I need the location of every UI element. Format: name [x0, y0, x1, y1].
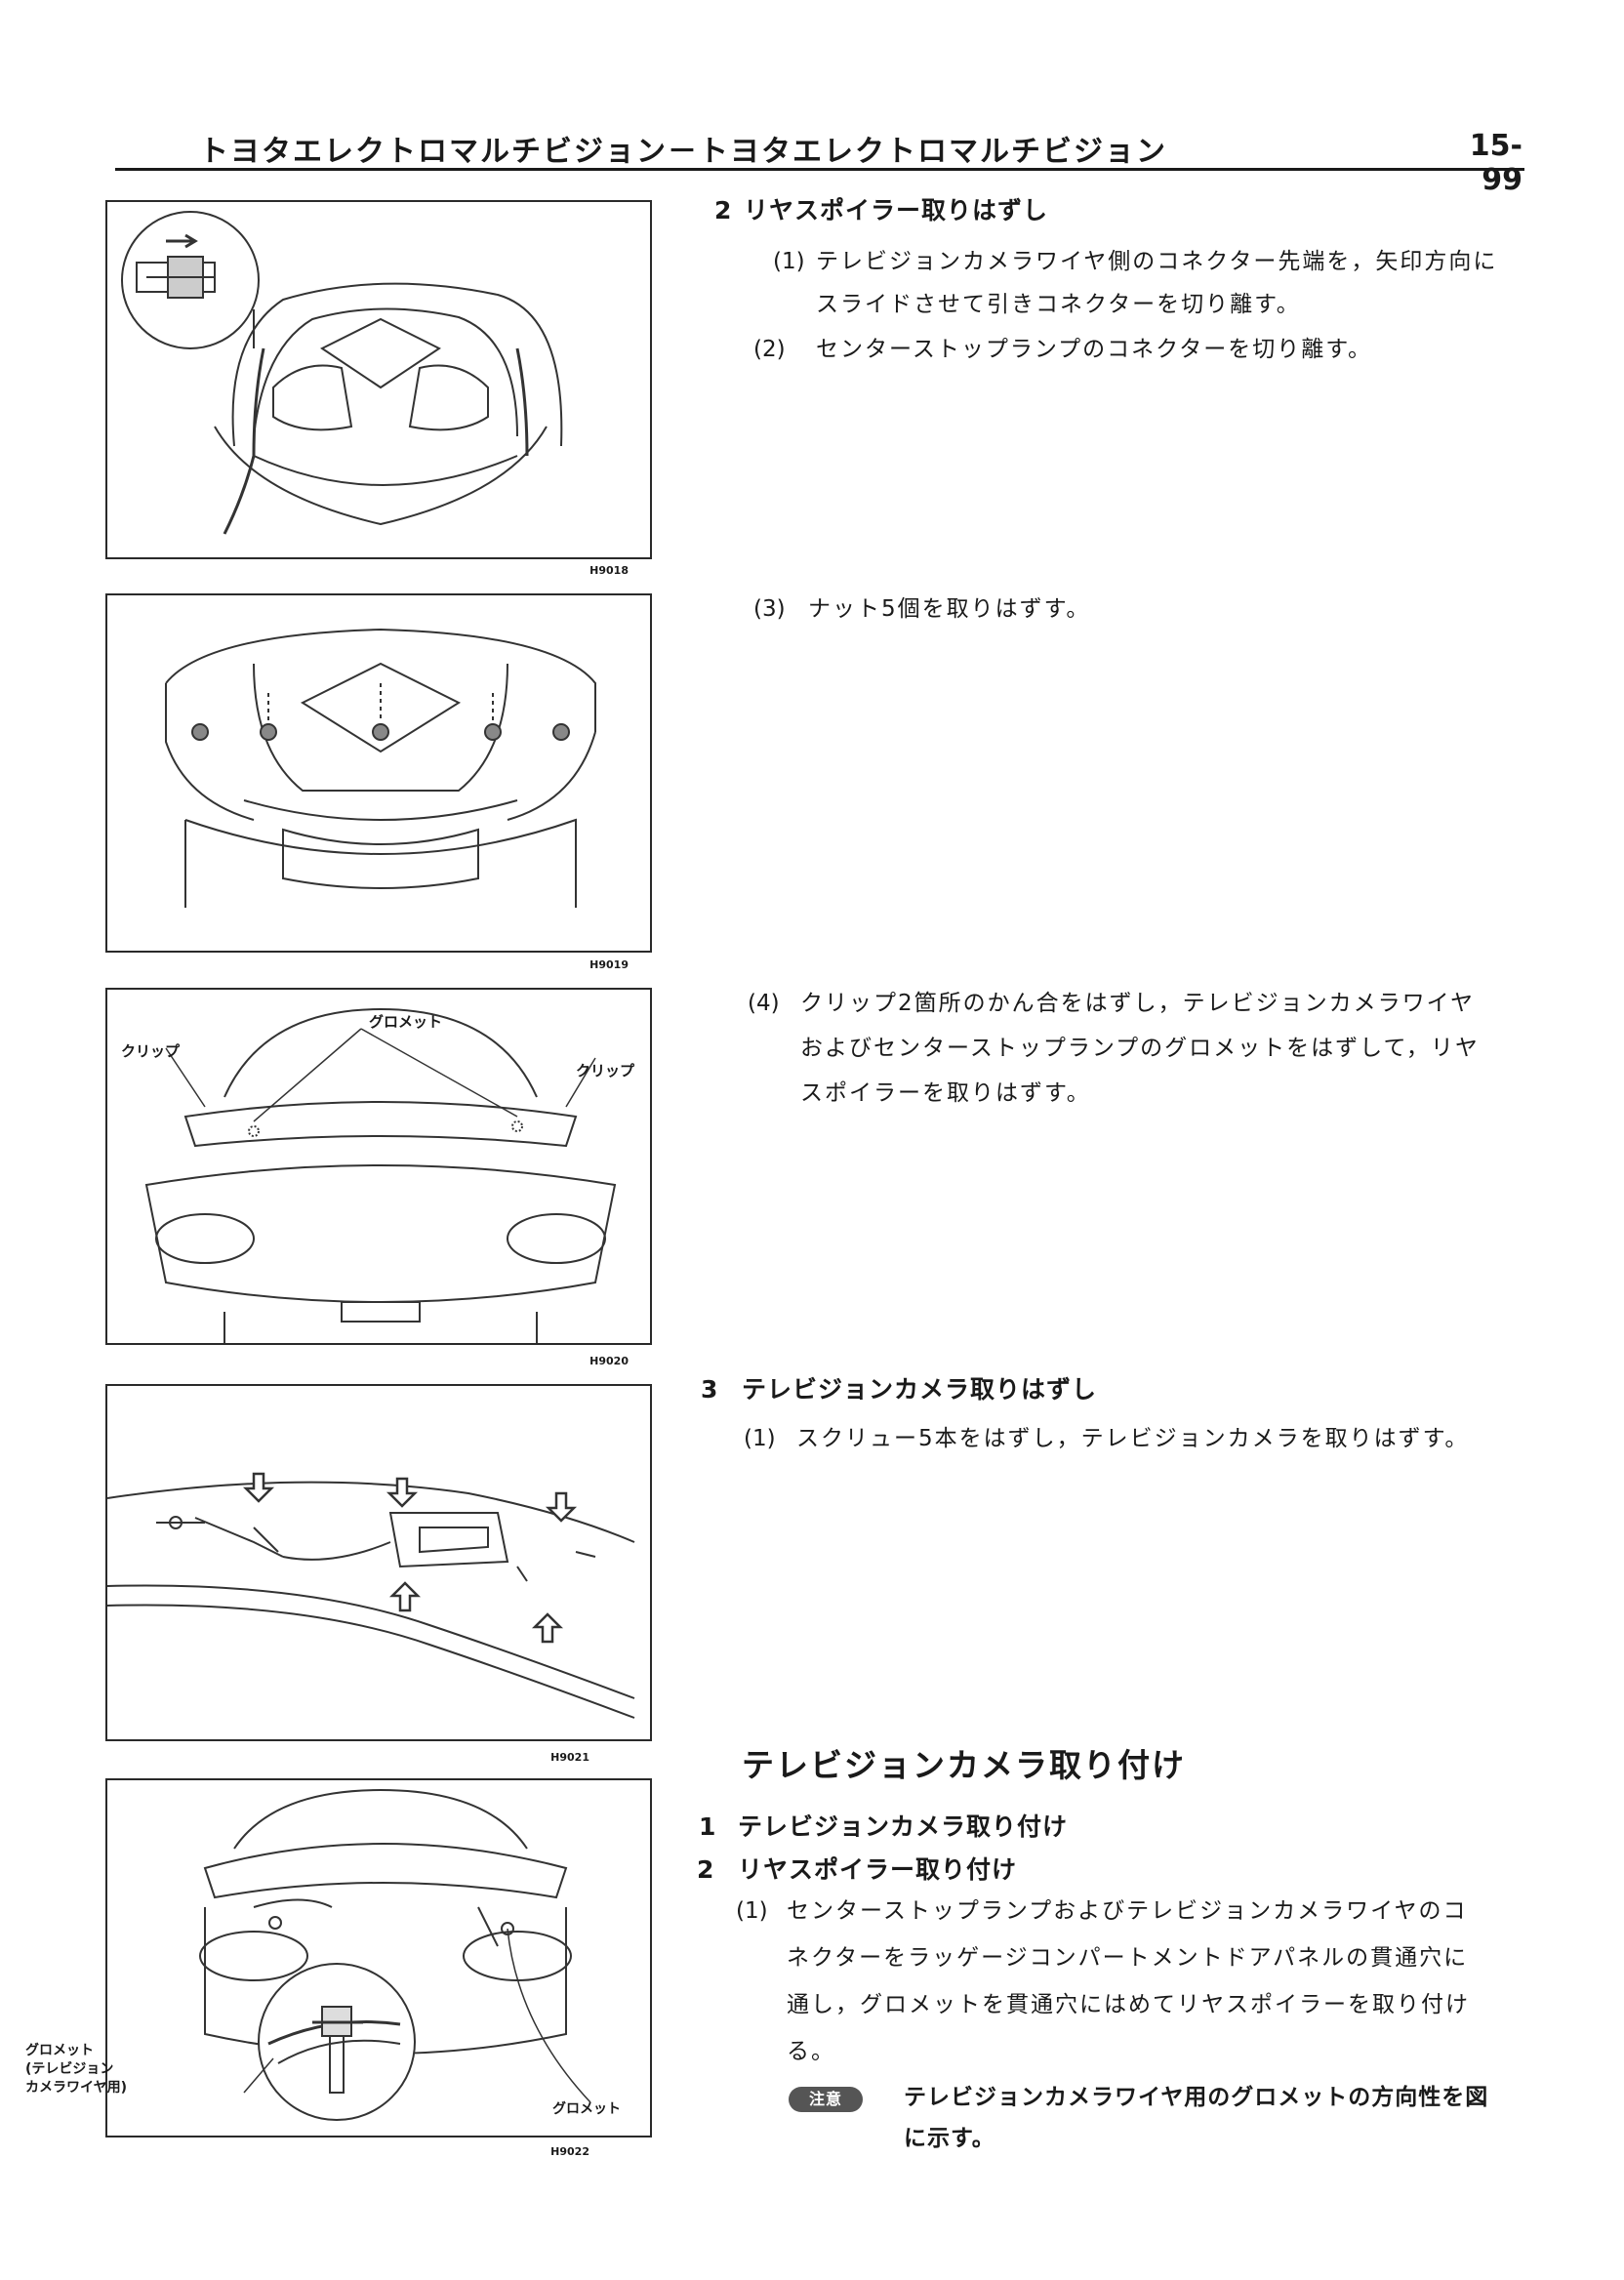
figure-code: H9022: [550, 2145, 589, 2158]
caution-text: テレビジョンカメラワイヤ用のグロメットの方向性を図 に示す。: [904, 2077, 1509, 2159]
step-3-1-number: (1): [744, 1426, 776, 1451]
step-2-number: 2: [714, 196, 733, 224]
install-1-title: テレビジョンカメラ取り付け: [738, 1812, 1069, 1841]
figure-h9020-drawing: [144, 1007, 617, 1343]
figure-h9020: グロメット クリップ クリップ: [105, 988, 652, 1345]
step-2-4-number: (4): [748, 991, 780, 1016]
figure-h9022-drawing: [199, 1788, 591, 2121]
step-3-title: テレビジョンカメラ取りはずし: [742, 1375, 1098, 1404]
caution-line-2: に示す。: [904, 2126, 995, 2151]
callout-line: カメラワイヤ用): [25, 2080, 127, 2096]
callout-grommet: グロメット: [552, 2101, 621, 2117]
step-2-4-line-1: クリップ2箇所のかん合をはずし，テレビジョンカメラワイヤ: [800, 991, 1475, 1016]
step-2-title: リヤスポイラー取りはずし: [744, 196, 1049, 224]
step-2-1-number: (1): [773, 249, 805, 274]
install-2-1-line-2: ネクターをラッゲージコンパートメントドアパネルの貫通穴に: [787, 1945, 1469, 1971]
step-2-1-line-1: テレビジョンカメラワイヤ側のコネクター先端を，矢印方向に: [816, 249, 1498, 274]
callout-line: (テレビジョン: [25, 2061, 114, 2077]
figure-h9018: [105, 200, 652, 559]
install-2-1-line-4: る。: [787, 2039, 835, 2064]
install-2-1-number: (1): [736, 1898, 768, 1924]
step-2-3-text: ナット5個を取りはずす。: [808, 596, 1091, 622]
callout-grommet-camera-wire: グロメット (テレビジョン カメラワイヤ用): [25, 2042, 127, 2097]
install-2-1-line-3: 通し，グロメットを貫通穴にはめてリヤスポイラーを取り付け: [787, 1992, 1470, 2017]
callout-clip-left: クリップ: [121, 1042, 181, 1060]
step-2-4-line-2: およびセンターストップランプのグロメットをはずして，リヤ: [800, 1036, 1480, 1061]
figure-code: H9018: [589, 564, 629, 577]
step-3-1-text: スクリュー5本をはずし，テレビジョンカメラを取りはずす。: [796, 1426, 1470, 1451]
install-2-1-line-1: センターストップランプおよびテレビジョンカメラワイヤのコ: [787, 1898, 1468, 1924]
step-3-number: 3: [701, 1375, 719, 1404]
figure-h9021-drawing: [107, 1472, 635, 1719]
figure-code: H9020: [589, 1355, 629, 1367]
install-2-number: 2: [697, 1855, 715, 1884]
callout-clip-right: クリップ: [576, 1062, 635, 1079]
callout-grommet: グロメット: [369, 1013, 443, 1031]
figure-h9018-drawing: [121, 211, 563, 535]
figure-h9022: グロメット (テレビジョン カメラワイヤ用) グロメット: [25, 1778, 652, 2138]
caution-line-1: テレビジョンカメラワイヤ用のグロメットの方向性を図: [904, 2085, 1489, 2110]
step-2-1-line-2: スライドさせて引きコネクターを切り離す。: [816, 292, 1301, 317]
step-2-3-number: (3): [753, 596, 786, 622]
install-1-number: 1: [699, 1812, 717, 1841]
section-title-install: テレビジョンカメラ取り付け: [742, 1746, 1186, 1784]
page-header-title: トヨタエレクトロマルチビジョン－トヨタエレクトロマルチビジョン: [199, 135, 1167, 169]
step-2-2-number: (2): [753, 337, 786, 362]
install-2-title: リヤスポイラー取り付け: [738, 1855, 1018, 1884]
step-2-2-text: センターストップランプのコネクターを切り離す。: [816, 337, 1372, 362]
figure-code: H9021: [550, 1751, 589, 1764]
figure-h9019: [105, 593, 652, 953]
figure-code: H9019: [589, 958, 629, 971]
callout-line: グロメット: [25, 2043, 94, 2058]
step-2-4-line-3: スポイラーを取りはずす。: [800, 1080, 1091, 1106]
figure-h9019-drawing: [165, 628, 596, 908]
page-number: 15-99: [1469, 129, 1522, 197]
header-rule: [115, 168, 1524, 171]
figure-h9021: [105, 1384, 652, 1741]
caution-badge: 注意: [789, 2087, 863, 2112]
